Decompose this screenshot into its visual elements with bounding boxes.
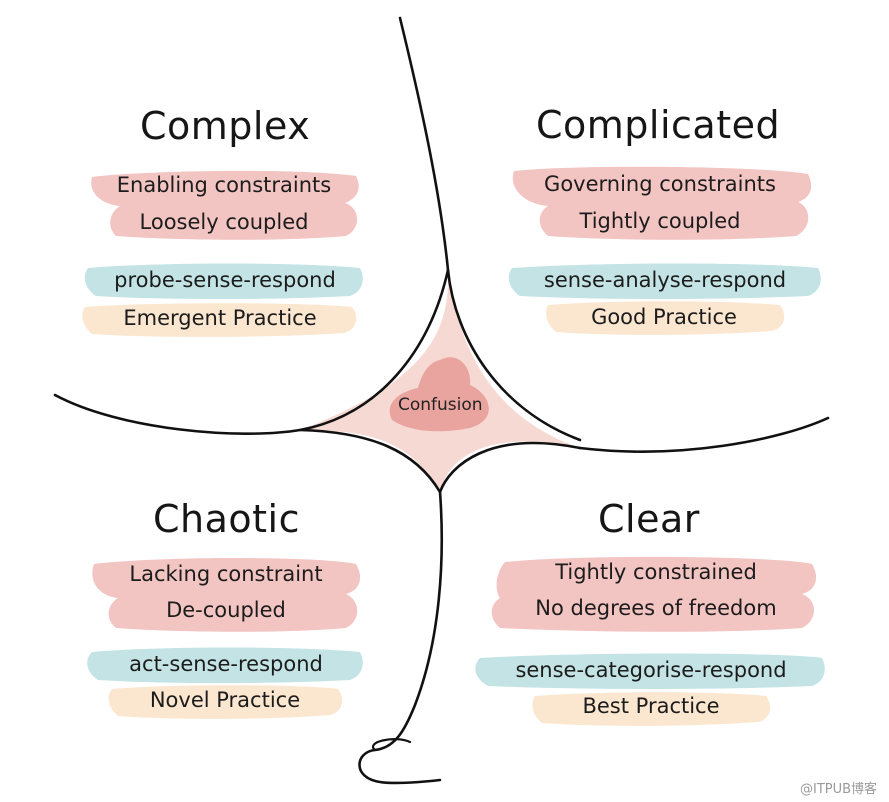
complex-approach: probe-sense-respond — [114, 268, 336, 292]
complex-title: Complex — [140, 104, 311, 148]
watermark: @ITPUB博客 — [800, 782, 878, 797]
clear-approach: sense-categorise-respond — [515, 658, 787, 682]
complex-constraint-1: Enabling constraints — [116, 173, 332, 197]
chaotic-title: Chaotic — [153, 497, 301, 541]
cliff-loop-line — [371, 738, 412, 752]
clear-constraint-1: Tightly constrained — [555, 560, 757, 584]
complicated-constraint-1: Governing constraints — [544, 172, 776, 196]
bottom-left-boundary-line — [298, 428, 442, 494]
complex-practice: Emergent Practice — [123, 306, 317, 330]
clear-title: Clear — [598, 497, 700, 541]
complicated-approach: sense-analyse-respond — [543, 268, 787, 292]
chaotic-practice: Novel Practice — [149, 688, 301, 712]
clear-practice: Best Practice — [582, 694, 720, 718]
cliff-line — [358, 490, 444, 785]
confusion-core — [389, 357, 489, 432]
center-right-boundary-line — [438, 441, 582, 494]
complicated-constraint-2: Tightly coupled — [579, 209, 741, 233]
complicated-title: Complicated — [536, 103, 781, 147]
clear-highlights — [475, 556, 825, 726]
complex-highlights — [82, 170, 363, 337]
chaotic-approach: act-sense-respond — [129, 652, 323, 676]
chaotic-constraint-1: Lacking constraint — [129, 562, 323, 586]
right-boundary-line — [578, 416, 830, 453]
chaotic-constraint-2: De-coupled — [166, 598, 286, 622]
complex-constraint-2: Loosely coupled — [139, 210, 309, 234]
confusion-label: Confusion — [398, 395, 483, 415]
clear-constraint-2: No degrees of freedom — [535, 596, 777, 620]
chaotic-highlights — [87, 558, 363, 719]
complicated-practice: Good Practice — [591, 305, 737, 329]
complicated-highlights — [508, 166, 821, 335]
